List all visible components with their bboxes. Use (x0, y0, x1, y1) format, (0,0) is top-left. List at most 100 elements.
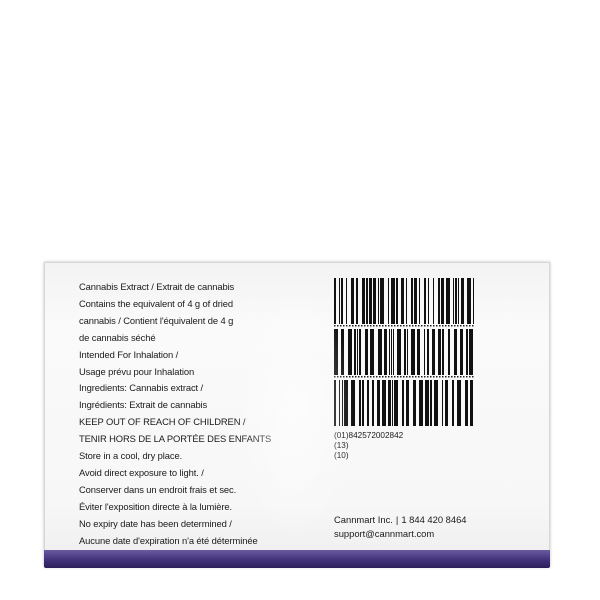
barcode-bar (382, 380, 386, 426)
barcode-dot (409, 325, 411, 327)
barcode-dot (406, 376, 408, 378)
barcode-dot (376, 325, 378, 327)
barcode-bar (424, 329, 425, 375)
barcode-bar (388, 278, 389, 324)
barcode-bar (442, 329, 444, 375)
label-line: Intended For Inhalation / (79, 348, 179, 360)
barcode-bar (466, 329, 468, 375)
barcode-dot (364, 325, 366, 327)
barcode-dot (367, 376, 369, 378)
barcode-bar (394, 380, 398, 426)
barcode-dot (406, 325, 408, 327)
barcode-bar (369, 278, 372, 324)
separator: | (395, 514, 399, 525)
barcode-bar (378, 329, 382, 375)
label-text-block: Cannabis Extract / Extrait de cannabis C… (79, 279, 309, 550)
barcode-dot (418, 376, 420, 378)
barcode-bar (442, 380, 443, 426)
barcode-dot (337, 325, 339, 327)
barcode-dot (379, 325, 381, 327)
barcode-dot (469, 376, 471, 378)
barcode-dot (340, 376, 342, 378)
barcode-bar (351, 278, 354, 324)
barcode-bar (339, 278, 340, 324)
barcode-dot (400, 325, 402, 327)
barcode-dot (427, 325, 429, 327)
barcode-bar (378, 278, 379, 324)
barcode-dot (439, 376, 441, 378)
barcode-dot (403, 376, 405, 378)
barcode-bar (362, 380, 364, 426)
barcode-dot (463, 376, 465, 378)
barcode-bar (362, 278, 365, 324)
barcode-dot (412, 325, 414, 327)
barcode-bar (334, 329, 338, 375)
barcode-dot (364, 376, 366, 378)
barcode-bar (356, 278, 358, 324)
barcode-bar (380, 278, 384, 324)
barcode-bar (346, 278, 347, 324)
barcode-bar (411, 278, 413, 324)
label-line: Aucune date d'expiration n'a été détermi… (79, 534, 258, 546)
barcode-dot (433, 376, 435, 378)
label-line: Conserver dans un endroit frais et sec. (79, 483, 237, 495)
barcode-bar (354, 329, 356, 375)
barcode-dot (463, 325, 465, 327)
barcode-bar (377, 380, 380, 426)
barcode-dot (373, 325, 375, 327)
barcode-bar (339, 380, 340, 426)
company-contact: Cannmart Inc.|1 844 420 8464 support@can… (334, 513, 467, 541)
barcode-bar (396, 278, 398, 324)
barcode-dot (382, 325, 384, 327)
company-email: support@cannmart.com (334, 528, 435, 539)
product-package: Cannabis Extract / Extrait de cannabis C… (44, 262, 550, 567)
barcode-row (334, 380, 473, 426)
barcode-bar (457, 380, 461, 426)
barcode-bar (366, 278, 368, 324)
barcode-dot (349, 376, 351, 378)
barcode-bar (384, 329, 387, 375)
label-line: de cannabis séché (79, 331, 156, 343)
barcode-bar (469, 329, 473, 375)
barcode-bar (433, 278, 434, 324)
barcode-bar (372, 380, 374, 426)
barcode-bar (428, 278, 429, 324)
barcode-dot (457, 376, 459, 378)
barcode-dot (358, 376, 360, 378)
barcode-bar (413, 380, 416, 426)
barcode-dot (346, 325, 348, 327)
barcode-dot (466, 376, 468, 378)
barcode-dot (472, 325, 474, 327)
barcode-dot (418, 325, 420, 327)
barcode-bar (397, 329, 401, 375)
barcode-bar (417, 329, 420, 375)
package-purple-edge (44, 550, 550, 568)
barcode-bar (388, 380, 391, 426)
barcode-dot (352, 325, 354, 327)
barcode-bar (445, 380, 448, 426)
barcode-dot (343, 376, 345, 378)
company-name: Cannmart Inc. (334, 514, 393, 525)
barcode-bar (393, 329, 394, 375)
barcode-dot (415, 325, 417, 327)
barcode-bar (458, 278, 459, 324)
barcode-bar (432, 329, 435, 375)
barcode-bar (365, 329, 368, 375)
barcode-bar (455, 278, 457, 324)
barcode-bar (351, 380, 355, 426)
barcode-code-13: (13) (334, 441, 349, 450)
barcode-dot (445, 376, 447, 378)
label-line: Avoid direct exposure to light. / (79, 466, 204, 478)
barcode-bar (452, 380, 454, 426)
barcode-dot (421, 325, 423, 327)
barcode-bar (357, 329, 358, 375)
barcode-dot (415, 376, 417, 378)
barcode-bar (419, 278, 420, 324)
barcode-dot (400, 376, 402, 378)
barcode-bar (448, 329, 450, 375)
barcode-bar (334, 278, 336, 324)
barcode-bar (341, 329, 344, 375)
barcode-bar (401, 278, 404, 324)
barcode-bar (406, 278, 407, 324)
barcode-dot (436, 325, 438, 327)
